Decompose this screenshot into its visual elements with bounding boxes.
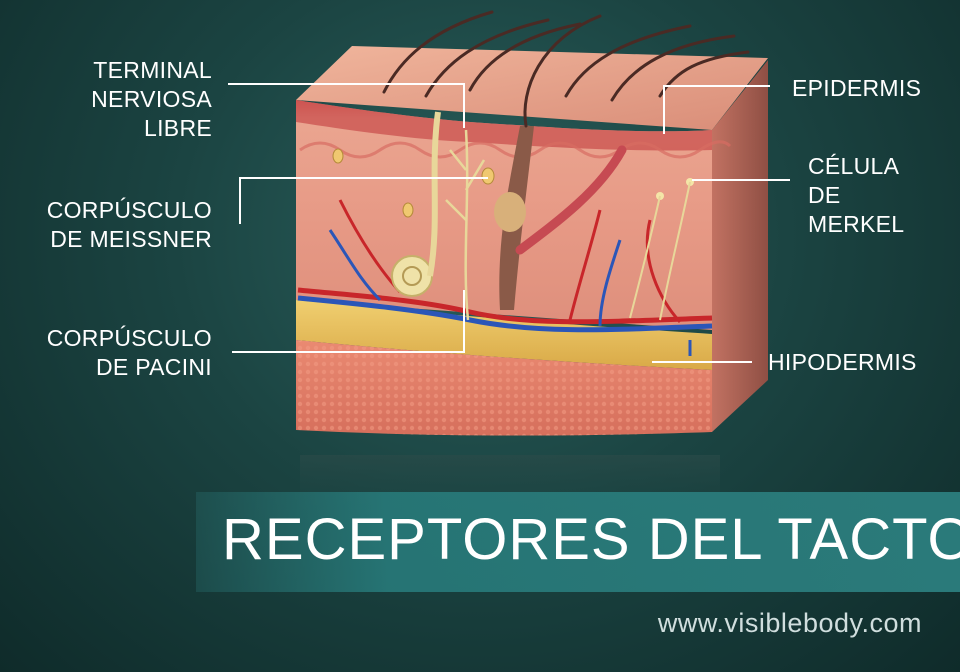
meissner-corpuscle bbox=[403, 203, 413, 217]
label-corpusculo-meissner: CORPÚSCULO DE MEISSNER bbox=[20, 196, 212, 254]
label-epidermis: EPIDERMIS bbox=[792, 74, 921, 103]
label-terminal-nerviosa-libre: TERMINAL NERVIOSA LIBRE bbox=[60, 56, 212, 143]
meissner-corpuscle bbox=[482, 168, 494, 184]
pacinian-corpuscle bbox=[392, 256, 432, 296]
label-hipodermis: HIPODERMIS bbox=[768, 348, 917, 377]
meissner-corpuscle bbox=[333, 149, 343, 163]
label-corpusculo-pacini: CORPÚSCULO DE PACINI bbox=[20, 324, 212, 382]
diagram-title: RECEPTORES DEL TACTO bbox=[222, 500, 960, 580]
label-celula-merkel: CÉLULA DE MERKEL bbox=[808, 152, 904, 239]
website-url: www.visiblebody.com bbox=[658, 606, 922, 640]
sebaceous-gland bbox=[494, 192, 526, 232]
